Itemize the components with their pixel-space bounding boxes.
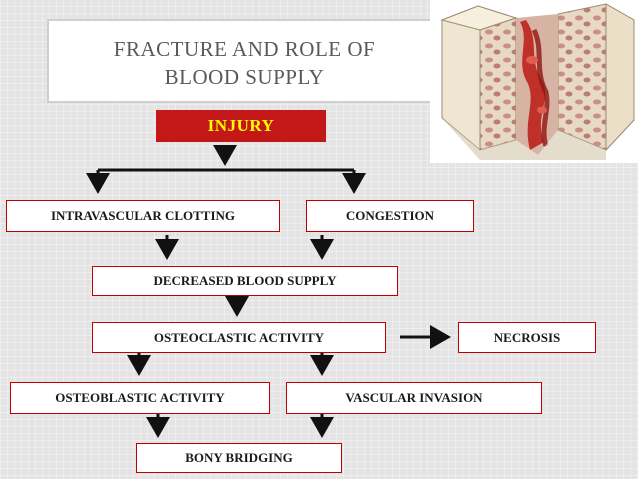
title-line-1: FRACTURE AND ROLE OF [113,37,376,61]
node-osteoblastic-activity: OSTEOBLASTIC ACTIVITY [10,382,270,414]
node-injury: INJURY [156,110,326,142]
bone-fracture-illustration [430,0,638,163]
node-intravascular-clotting: INTRAVASCULAR CLOTTING [6,200,280,232]
node-congestion: CONGESTION [306,200,474,232]
node-bony-bridging: BONY BRIDGING [136,443,342,473]
slide-title: FRACTURE AND ROLE OF BLOOD SUPPLY [49,35,440,91]
title-box: FRACTURE AND ROLE OF BLOOD SUPPLY [47,19,442,103]
title-line-2: BLOOD SUPPLY [164,65,325,89]
node-vascular-invasion: VASCULAR INVASION [286,382,542,414]
bone-fracture-image [440,3,635,160]
node-osteoclastic-activity: OSTEOCLASTIC ACTIVITY [92,322,386,353]
node-decreased-blood-supply: DECREASED BLOOD SUPPLY [92,266,398,296]
node-necrosis: NECROSIS [458,322,596,353]
